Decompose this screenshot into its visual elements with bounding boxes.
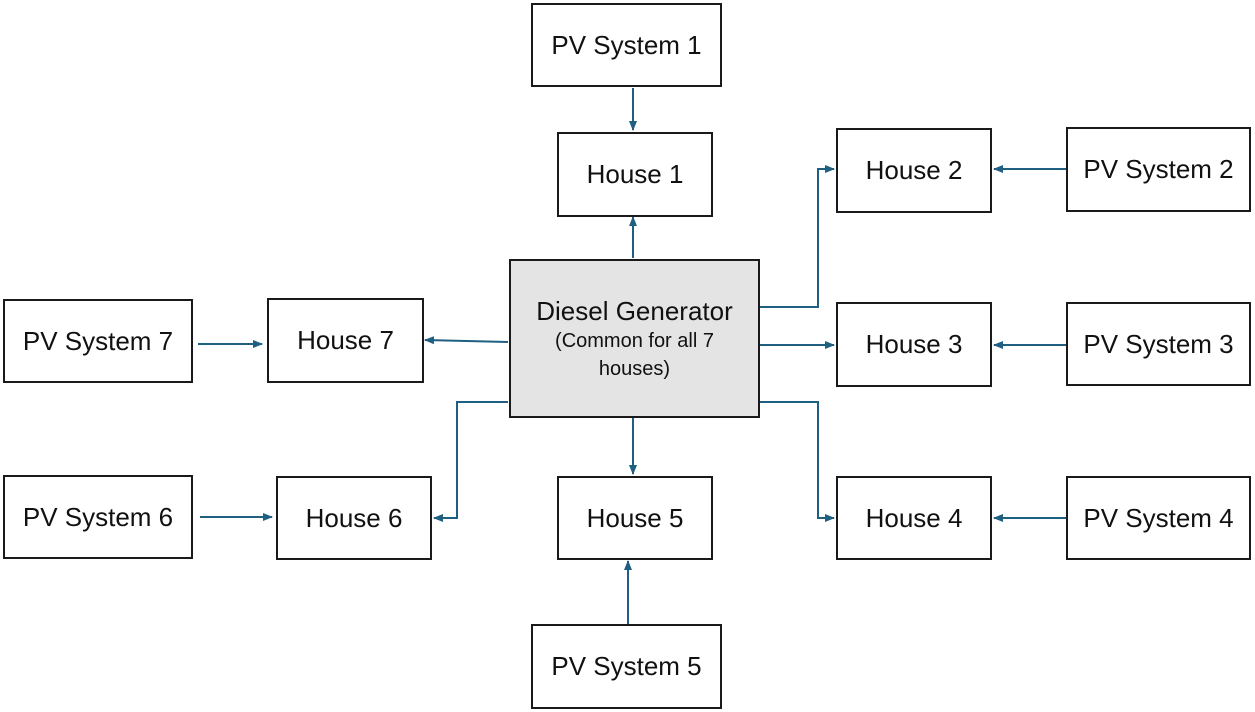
pv-system-3-box: PV System 3 xyxy=(1066,302,1251,386)
pv-system-3-label: PV System 3 xyxy=(1083,328,1234,359)
generator-subtitle: (Common for all 7 houses) xyxy=(555,329,714,380)
pv-system-4-box: PV System 4 xyxy=(1066,476,1251,560)
generator-title: Diesel Generator xyxy=(536,295,733,326)
house-2-box: House 2 xyxy=(836,128,992,213)
pv-system-2-box: PV System 2 xyxy=(1066,127,1251,212)
arrow-gen-house7 xyxy=(424,336,509,345)
pv-system-2-label: PV System 2 xyxy=(1083,154,1234,184)
house-7-box: House 7 xyxy=(267,298,424,383)
pv-system-6-box: PV System 6 xyxy=(3,475,193,559)
arrow-gen-house4 xyxy=(760,401,835,522)
pv-system-5-label: PV System 5 xyxy=(551,651,702,681)
pv-system-6-label: PV System 6 xyxy=(22,501,174,532)
house-4-label: House 4 xyxy=(865,502,963,533)
pv-system-1-box: PV System 1 xyxy=(531,3,722,87)
arrow-gen-house6 xyxy=(433,401,508,522)
pv-system-1-label: PV System 1 xyxy=(551,29,702,60)
house-1-box: House 1 xyxy=(557,132,713,217)
diesel-generator-box: Diesel Generator (Common for all 7 house… xyxy=(509,259,760,418)
pv-system-5-box: PV System 5 xyxy=(531,624,722,709)
house-5-label: House 5 xyxy=(586,502,684,533)
pv-system-7-label: PV System 7 xyxy=(22,325,174,356)
house-1-label: House 1 xyxy=(586,159,684,189)
house-6-label: House 6 xyxy=(305,502,403,533)
house-5-box: House 5 xyxy=(557,476,713,560)
pv-system-7-box: PV System 7 xyxy=(3,299,193,383)
house-6-box: House 6 xyxy=(276,476,432,560)
house-3-box: House 3 xyxy=(836,302,992,387)
house-2-label: House 2 xyxy=(865,155,963,185)
house-3-label: House 3 xyxy=(865,329,963,359)
arrow-gen-house2 xyxy=(760,165,835,308)
house-7-label: House 7 xyxy=(297,325,394,355)
pv-system-4-label: PV System 4 xyxy=(1083,502,1234,533)
house-4-box: House 4 xyxy=(836,476,992,560)
